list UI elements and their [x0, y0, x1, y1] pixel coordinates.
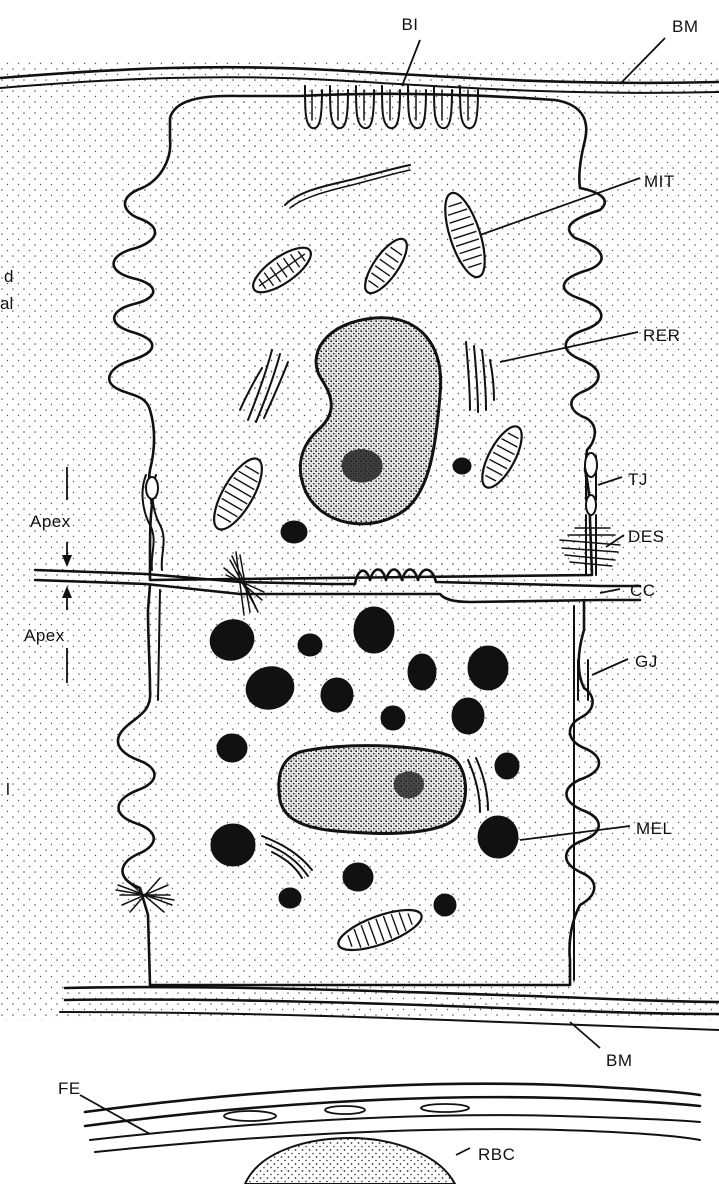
label-tj: TJ	[628, 470, 648, 489]
label-cc: CC	[630, 581, 656, 600]
small-granule	[453, 458, 471, 474]
nucleolus	[342, 449, 383, 482]
cutoff-text: d	[4, 267, 13, 286]
label-mit: MIT	[644, 172, 675, 191]
small-granule	[281, 521, 307, 543]
label-bi: BI	[401, 15, 418, 34]
label-fe: FE	[58, 1079, 81, 1098]
basement-membrane-bottom	[85, 1084, 700, 1112]
label-rbc: RBC	[478, 1145, 515, 1164]
red-blood-cell	[245, 1138, 455, 1184]
cutoff-text: al	[0, 294, 13, 313]
capillary	[85, 1084, 700, 1184]
label-bm-top: BM	[672, 17, 699, 36]
fenestra	[224, 1111, 276, 1121]
label-gj: GJ	[635, 652, 658, 671]
label-apex-upper: Apex	[30, 512, 71, 531]
fenestra	[421, 1104, 469, 1112]
label-rer: RER	[643, 326, 680, 345]
label-des: DES	[628, 527, 664, 546]
label-apex-lower: Apex	[24, 626, 65, 645]
cutoff-text: l	[6, 780, 10, 799]
lower-nucleus	[279, 746, 466, 834]
fenestra	[325, 1106, 365, 1114]
label-mel: MEL	[636, 819, 672, 838]
label-bm-bottom: BM	[606, 1051, 633, 1070]
